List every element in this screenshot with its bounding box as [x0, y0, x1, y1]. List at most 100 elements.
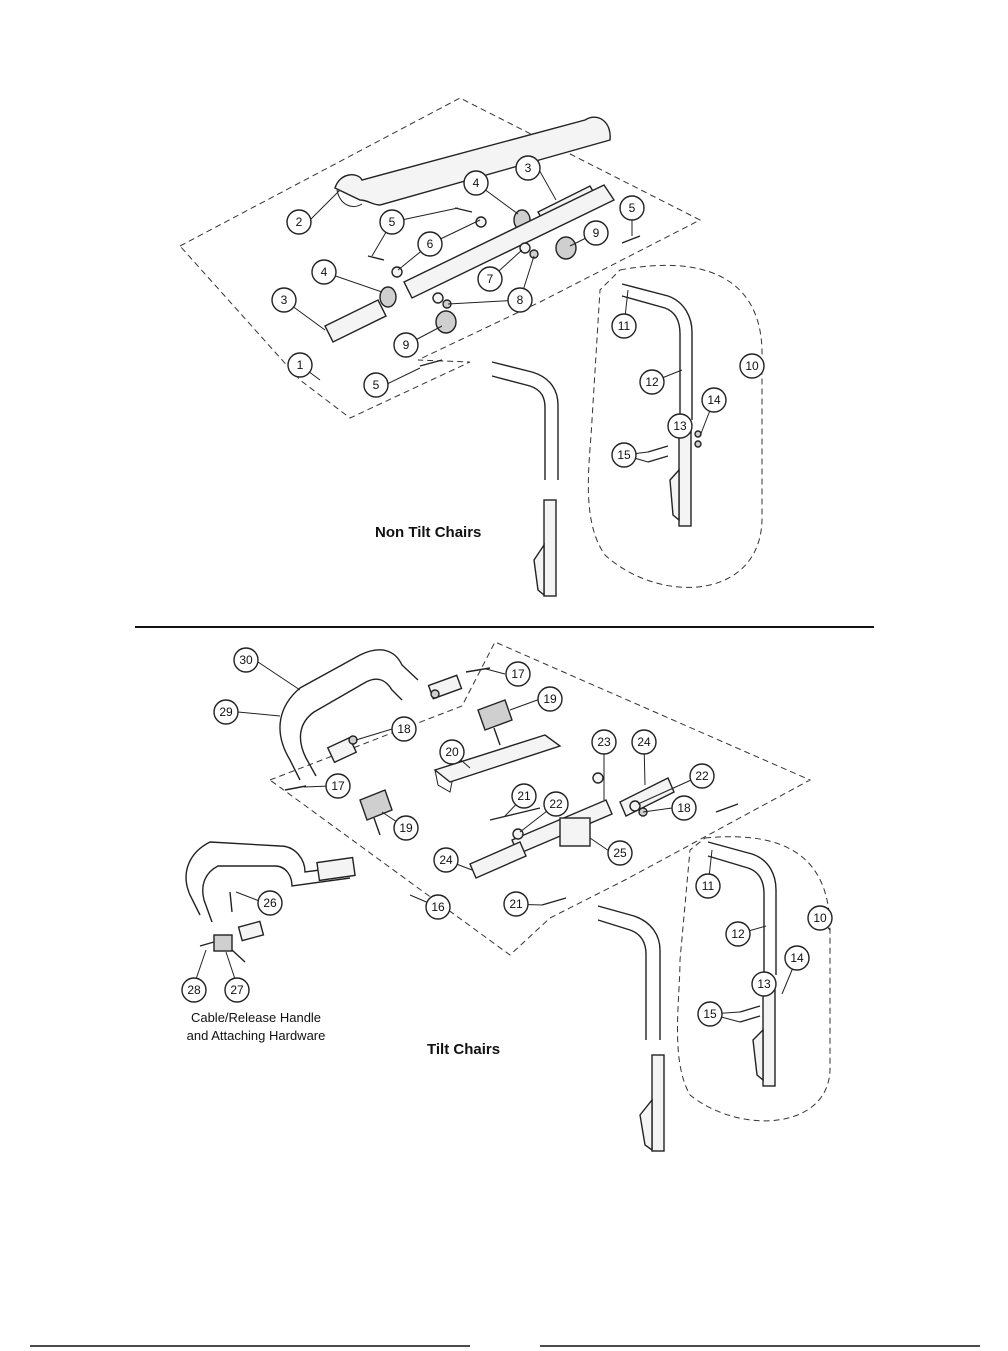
callout-8: 8: [507, 287, 533, 313]
callout-2: 2: [286, 209, 312, 235]
svg-text:5: 5: [389, 215, 396, 229]
svg-text:20: 20: [445, 745, 459, 759]
group-outline-10-bottom: [677, 836, 831, 1122]
svg-text:11: 11: [702, 879, 715, 893]
main-post-lower: [543, 499, 557, 597]
svg-text:26: 26: [263, 896, 277, 910]
callout-28: 28: [181, 977, 207, 1003]
clamp-lower: [359, 789, 393, 821]
svg-text:4: 4: [321, 265, 328, 279]
callout-6: 6: [417, 231, 443, 257]
svg-text:6: 6: [427, 237, 434, 251]
svg-text:2: 2: [296, 215, 303, 229]
callout-3b: 3: [271, 287, 297, 313]
callout-24b: 24: [433, 847, 459, 873]
ring-left: [379, 286, 397, 308]
grip-left: [324, 299, 387, 343]
callout-20: 20: [439, 739, 465, 765]
caption-tilt: Tilt Chairs: [427, 1041, 501, 1058]
svg-text:13: 13: [673, 419, 687, 433]
svg-text:21: 21: [509, 897, 523, 911]
caption-cable-line1: Cable/Release Handle: [190, 1010, 322, 1025]
non-tilt-assembly: [179, 97, 763, 597]
callout-12: 12: [639, 369, 665, 395]
callout-13-b: 13: [751, 971, 777, 997]
callout-21a: 21: [511, 783, 537, 809]
callout-23: 23: [591, 729, 617, 755]
svg-text:16: 16: [431, 900, 445, 914]
svg-text:22: 22: [549, 797, 563, 811]
callouts-bottom: 10 11 12 13 14 15 16 17 17 18 18 19 19 2…: [181, 647, 833, 1027]
callout-18a: 18: [391, 716, 417, 742]
callouts-top: 1 2 3 3 4 4 5 5 5 6 7 8 9 9 10 11 12 13 …: [271, 155, 765, 468]
svg-text:24: 24: [637, 735, 651, 749]
svg-text:10: 10: [745, 359, 759, 373]
svg-text:1: 1: [297, 358, 304, 372]
callout-17a: 17: [505, 661, 531, 687]
clamp-upper: [477, 699, 513, 731]
pad-cover: [334, 116, 611, 206]
svg-text:5: 5: [373, 378, 380, 392]
callout-15: 15: [611, 442, 637, 468]
svg-text:14: 14: [790, 951, 804, 965]
callout-1: 1: [287, 352, 313, 378]
callout-5a: 5: [379, 209, 405, 235]
callout-9b: 9: [393, 332, 419, 358]
callout-16: 16: [425, 894, 451, 920]
callout-4b: 4: [311, 259, 337, 285]
callout-27: 27: [224, 977, 250, 1003]
svg-text:9: 9: [403, 338, 410, 352]
callout-22a: 22: [543, 791, 569, 817]
svg-text:3: 3: [281, 293, 288, 307]
svg-text:4: 4: [473, 176, 480, 190]
callout-17b: 17: [325, 773, 351, 799]
callout-19b: 19: [393, 815, 419, 841]
svg-text:8: 8: [517, 293, 524, 307]
callout-11-b: 11: [695, 873, 721, 899]
callout-21b: 21: [503, 891, 529, 917]
callout-18b: 18: [671, 795, 697, 821]
svg-text:7: 7: [487, 272, 494, 286]
svg-text:21: 21: [517, 789, 531, 803]
callout-14: 14: [701, 387, 727, 413]
caption-cable-line2: and Attaching Hardware: [186, 1028, 326, 1043]
svg-text:3: 3: [525, 161, 532, 175]
svg-text:29: 29: [219, 705, 233, 719]
svg-text:17: 17: [511, 667, 525, 681]
end-cap-left: [435, 310, 457, 334]
callout-10-b: 10: [807, 905, 833, 931]
callout-24a: 24: [631, 729, 657, 755]
callout-15-b: 15: [697, 1001, 723, 1027]
svg-text:9: 9: [593, 226, 600, 240]
callout-29: 29: [213, 699, 239, 725]
callout-9a: 9: [583, 220, 609, 246]
group-outline-10: [587, 264, 763, 588]
callout-4a: 4: [463, 170, 489, 196]
svg-text:23: 23: [597, 735, 611, 749]
svg-text:15: 15: [617, 448, 631, 462]
group-outline-16: [268, 641, 812, 956]
callout-26: 26: [257, 890, 283, 916]
push-handle: [279, 649, 419, 781]
callout-10: 10: [739, 353, 765, 379]
svg-text:19: 19: [543, 692, 557, 706]
svg-text:15: 15: [703, 1007, 717, 1021]
caption-cable-handle: Cable/Release Handle and Attaching Hardw…: [176, 1009, 336, 1045]
callout-14-b: 14: [784, 945, 810, 971]
svg-text:22: 22: [695, 769, 709, 783]
callout-30: 30: [233, 647, 259, 673]
svg-text:12: 12: [731, 927, 745, 941]
callout-19a: 19: [537, 686, 563, 712]
caption-non-tilt: Non Tilt Chairs: [375, 524, 482, 541]
callout-5b: 5: [619, 195, 645, 221]
svg-text:18: 18: [397, 722, 411, 736]
callout-5c: 5: [363, 372, 389, 398]
svg-text:19: 19: [399, 821, 413, 835]
svg-text:5: 5: [629, 201, 636, 215]
mount-bracket: [559, 817, 591, 847]
svg-text:10: 10: [813, 911, 827, 925]
main-post-top: [491, 361, 559, 480]
svg-text:12: 12: [645, 375, 659, 389]
